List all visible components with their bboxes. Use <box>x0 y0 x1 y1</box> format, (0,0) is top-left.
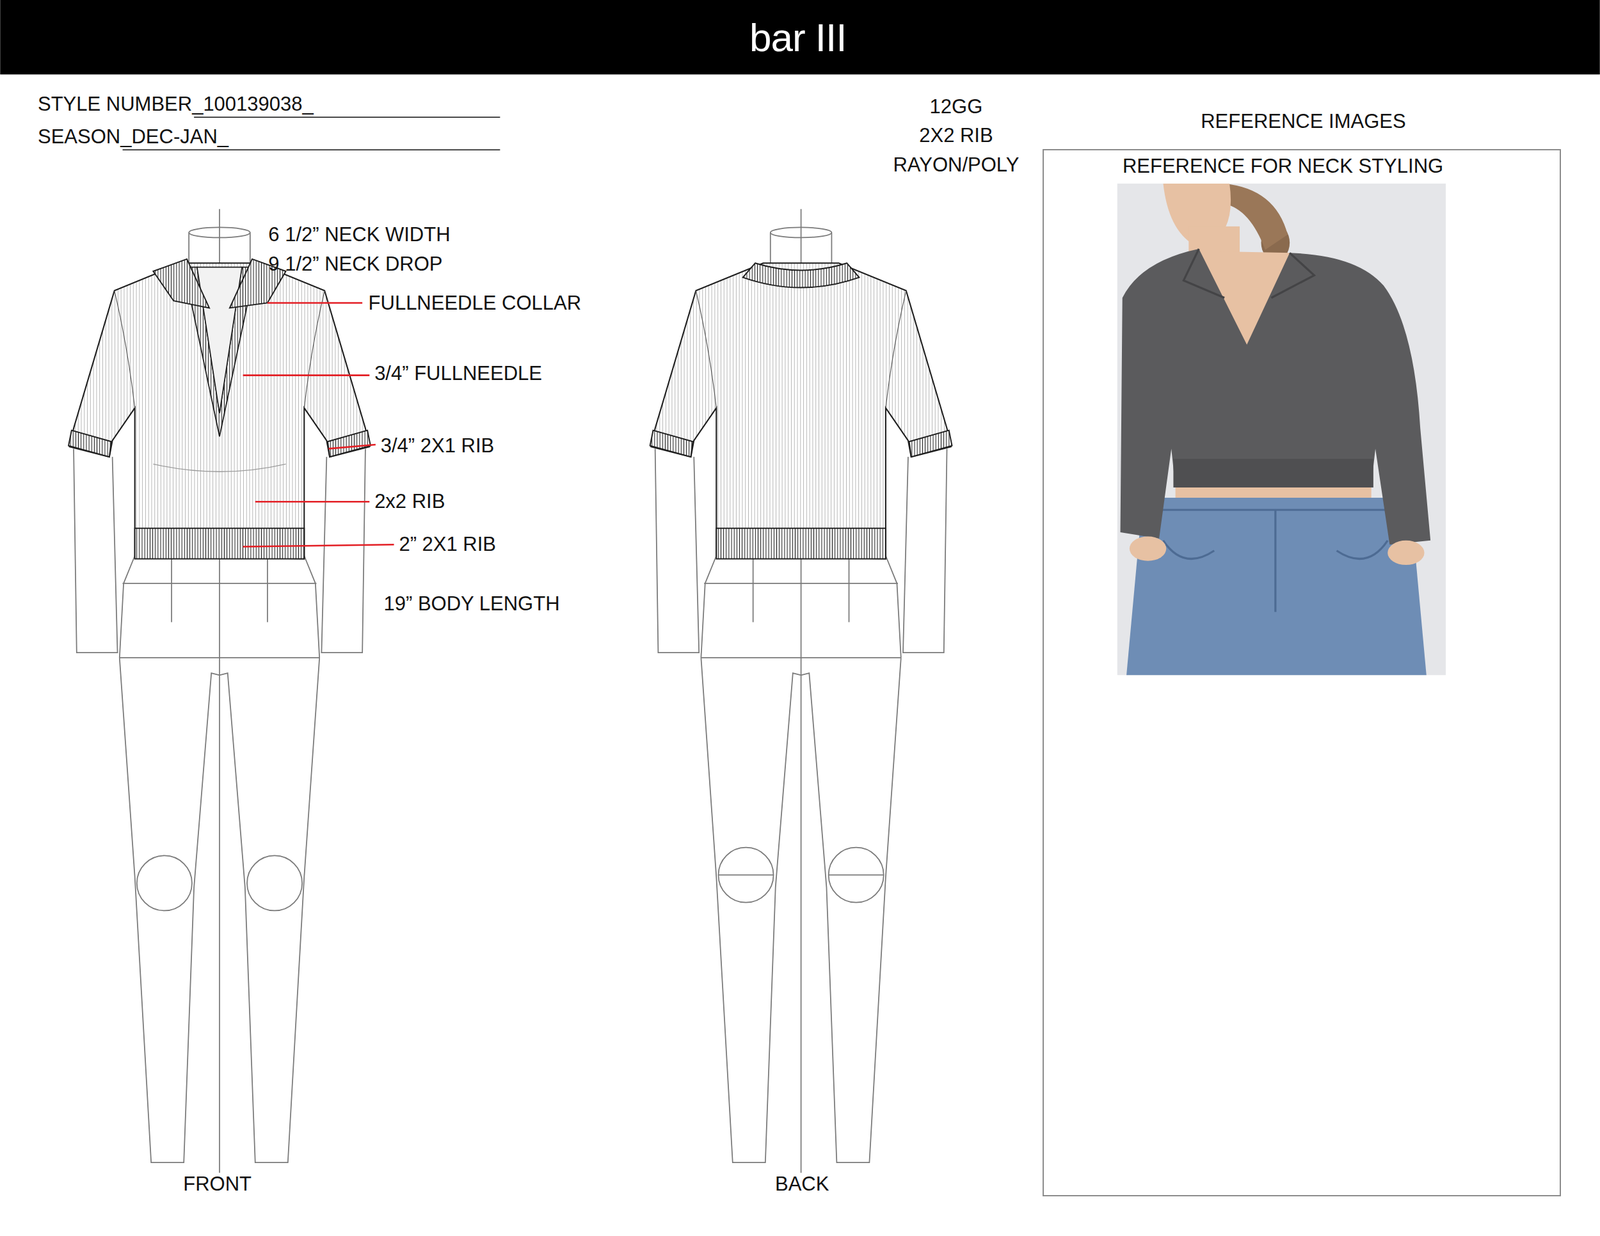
view-label: BACK <box>775 1173 829 1197</box>
back-sweater <box>650 263 953 559</box>
photo-ground <box>1117 183 1446 676</box>
leader-line <box>328 444 376 449</box>
season: SEASON_DEC-JAN_ <box>37 125 229 149</box>
front-sweater <box>68 263 371 559</box>
stitch: 2X2 RIB <box>919 124 993 148</box>
knee <box>247 855 303 911</box>
style-underline <box>193 117 500 119</box>
view-label: FRONT <box>183 1173 252 1197</box>
back-collar <box>743 263 860 288</box>
dimension: 9 1/2” NECK DROP <box>268 252 443 276</box>
leader-line <box>267 302 363 304</box>
leader-line <box>243 374 370 377</box>
callout: 3/4” 2X1 RIB <box>380 434 495 458</box>
sweater-hem <box>1173 458 1373 488</box>
panel-caption: REFERENCE FOR NECK STYLING <box>1122 154 1444 178</box>
v-neck-opening <box>197 267 242 414</box>
fiber: RAYON/POLY <box>892 153 1019 177</box>
knee <box>136 855 192 911</box>
panel-heading: REFERENCE IMAGES <box>1200 110 1406 134</box>
leader-line <box>255 501 370 504</box>
sweater <box>1120 248 1432 545</box>
chest-fold <box>152 464 286 472</box>
leader-line <box>243 544 395 547</box>
season-underline <box>122 149 501 152</box>
dimension: 6 1/2” NECK WIDTH <box>268 223 450 247</box>
jeans-seams <box>1143 510 1411 612</box>
hand <box>1129 536 1167 561</box>
jeans <box>1126 497 1427 676</box>
reference-panel: REFERENCE IMAGESREFERENCE FOR NECK STYLI… <box>1042 149 1561 1197</box>
callout: 3/4” FULLNEEDLE <box>374 362 543 386</box>
hand <box>1387 540 1424 566</box>
gauge: 12GG <box>929 96 984 120</box>
header-bar <box>0 0 1600 75</box>
left-collar <box>152 259 210 309</box>
reference-photo <box>1117 183 1446 676</box>
style-number: STYLE NUMBER_100139038_ <box>37 92 314 116</box>
leader-lines <box>243 302 395 547</box>
callout: 2x2 RIB <box>374 490 445 514</box>
dimension: 19” BODY LENGTH <box>383 592 560 616</box>
callout: 2” 2X1 RIB <box>398 533 496 557</box>
brand-logo: bar III <box>749 14 847 61</box>
sweater-collar <box>1183 248 1314 299</box>
callout: FULLNEEDLE COLLAR <box>368 291 582 315</box>
knee-lines <box>718 874 884 877</box>
